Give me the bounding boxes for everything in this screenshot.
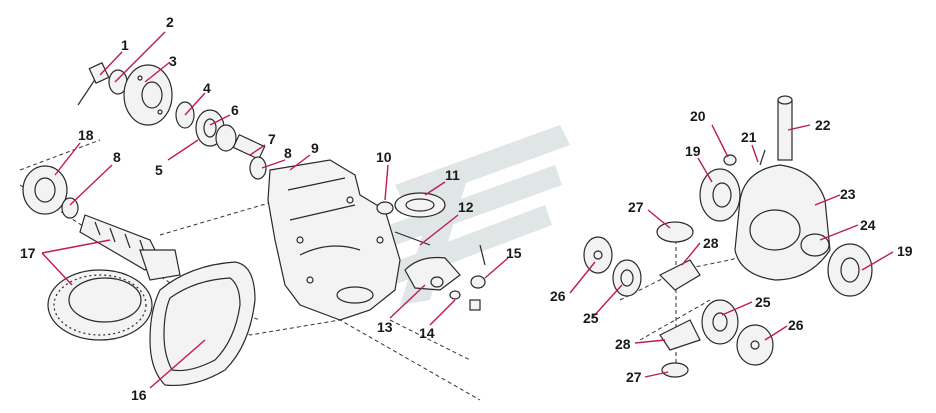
callout-16: 16 (131, 387, 147, 403)
callout-10: 10 (376, 149, 392, 165)
leader-lines (41, 31, 894, 389)
callout-4: 4 (203, 80, 211, 96)
callout-26-right: 26 (788, 317, 804, 333)
callout-20: 20 (690, 108, 706, 124)
callout-11: 11 (445, 167, 460, 183)
differential-bearing (376, 192, 446, 218)
callout-27-top: 27 (628, 199, 644, 215)
callout-2: 2 (166, 14, 174, 30)
drive-pinion (22, 165, 181, 281)
callout-28-bottom: 28 (615, 336, 631, 352)
callout-25-right: 25 (755, 294, 771, 310)
callout-labels: 1 2 3 4 5 6 7 8 9 10 11 12 13 14 15 16 1… (20, 14, 913, 403)
callout-15: 15 (506, 245, 522, 261)
callout-14: 14 (419, 325, 435, 341)
cover-gasket (149, 261, 256, 387)
callout-27-bottom: 27 (626, 369, 642, 385)
callout-23: 23 (840, 186, 856, 202)
pinion-bearing-set (175, 101, 267, 180)
callout-1: 1 (121, 37, 129, 53)
callout-19-left: 19 (685, 143, 701, 159)
bearing-cap-assembly (394, 231, 486, 311)
axle-housing (267, 159, 401, 321)
callout-17: 17 (20, 245, 36, 261)
callout-24: 24 (860, 217, 876, 233)
callout-22: 22 (815, 117, 831, 133)
callout-28-top: 28 (703, 235, 719, 251)
callout-5: 5 (155, 162, 163, 178)
callout-8-housing: 8 (284, 145, 292, 161)
ring-gear (47, 269, 153, 341)
companion-flange (77, 61, 173, 126)
callout-9: 9 (311, 140, 319, 156)
callout-8-pinion: 8 (113, 149, 121, 165)
differential-case (699, 95, 873, 297)
callout-25-left: 25 (583, 310, 599, 326)
callout-7: 7 (268, 131, 276, 147)
callout-6: 6 (231, 102, 239, 118)
callout-26-left: 26 (550, 288, 566, 304)
callout-13: 13 (377, 319, 393, 335)
callout-12: 12 (458, 199, 474, 215)
callout-3: 3 (169, 53, 177, 69)
callout-18: 18 (78, 127, 94, 143)
callout-19-right: 19 (897, 243, 913, 259)
differential-gears (583, 221, 774, 378)
callout-21: 21 (741, 129, 757, 145)
